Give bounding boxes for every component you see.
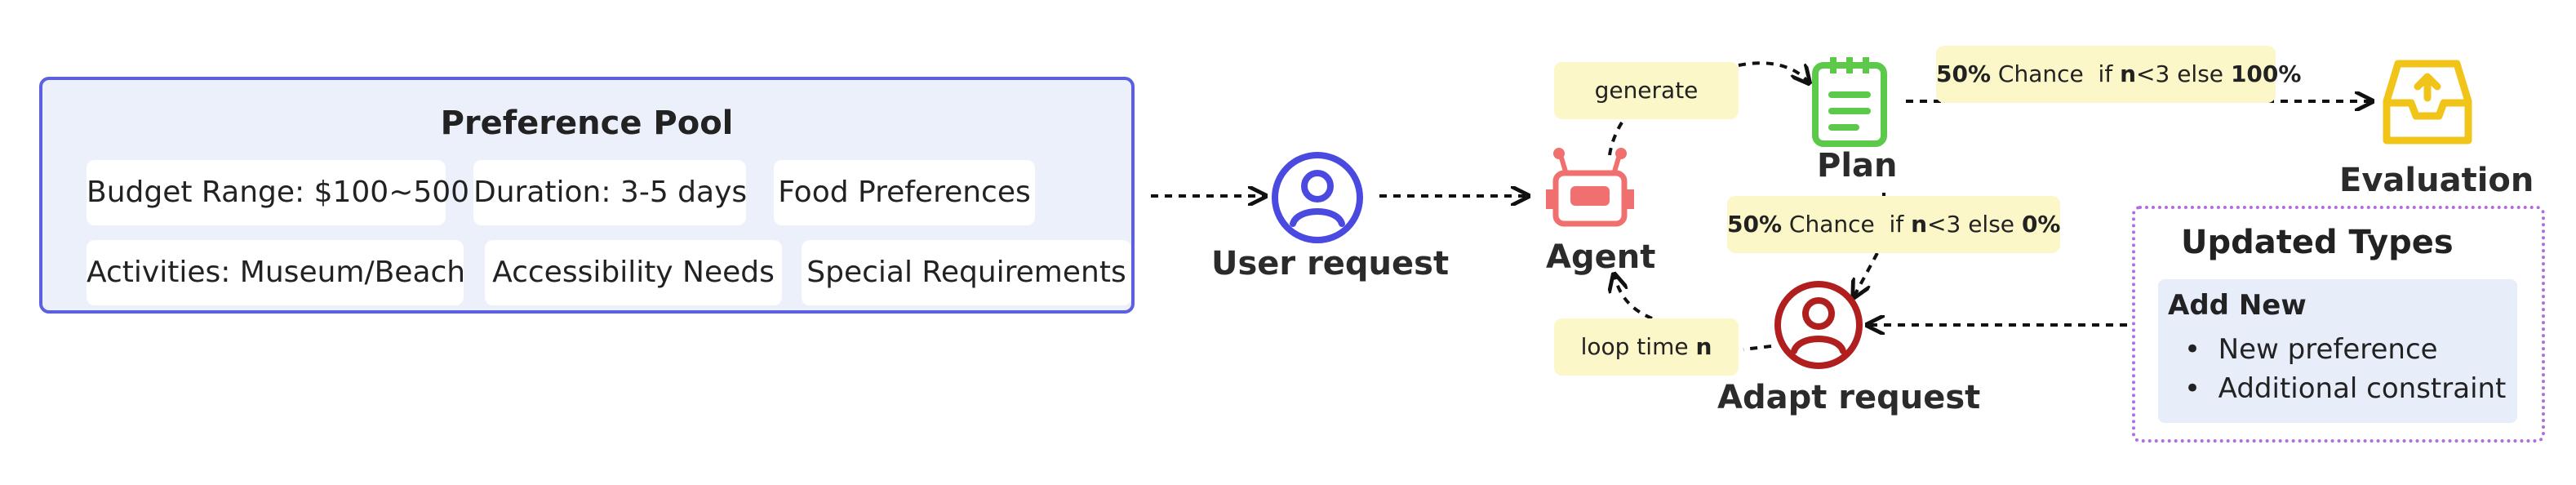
- preference-pool: Preference Pool Budget Range: $100~500 D…: [39, 77, 1135, 314]
- chip-accessibility: Accessibility Needs: [485, 240, 782, 305]
- updated-types-title: Updated Types: [2181, 224, 2454, 261]
- chip-food: Food Preferences: [774, 160, 1035, 225]
- chip-budget: Budget Range: $100~500: [87, 160, 469, 225]
- adapt-chance-note: 50% Chance if n<3 else 0%: [1727, 196, 2060, 253]
- list-item-text: New preference: [2218, 333, 2438, 366]
- clipboard-icon: [1809, 54, 1890, 149]
- chip-duration: Duration: 3-5 days: [473, 160, 747, 225]
- adapt-pct: 50%: [1727, 211, 1783, 238]
- user-request-label: User request: [1211, 245, 1450, 283]
- plan-label: Plan: [1817, 147, 1898, 185]
- agent-label: Agent: [1546, 238, 1656, 276]
- adapt-chance-text: Chance if: [1782, 211, 1912, 238]
- arrow-loop-to-agent: [1614, 276, 1653, 320]
- loop-note: loop time n: [1554, 318, 1739, 376]
- add-new-heading: Add New: [2168, 289, 2307, 322]
- user-icon: [1270, 150, 1365, 245]
- updated-types-box: Updated Types Add New • New preference •…: [2132, 206, 2545, 443]
- list-item-text: Additional constraint: [2218, 372, 2507, 405]
- arrow-adapt-to-loop: [1743, 345, 1772, 351]
- adapt-alt: 0%: [2021, 211, 2061, 238]
- evaluation-chance-note: 50% Chance if n<3 else 100%: [1936, 46, 2301, 103]
- arrow-generate-to-plan: [1738, 61, 1808, 82]
- list-item: • New preference: [2184, 333, 2438, 366]
- adapt-cond: <3 else: [1927, 211, 2022, 238]
- adapt-n: n: [1911, 211, 1928, 238]
- list-item: • Additional constraint: [2184, 372, 2507, 405]
- chip-special: Special Requirements: [802, 240, 1131, 305]
- eval-n: n: [2120, 60, 2137, 87]
- inbox-upload-icon: [2382, 59, 2473, 147]
- eval-chance-text: Chance if: [1991, 60, 2121, 87]
- eval-cond: <3 else: [2136, 60, 2231, 87]
- eval-pct: 50%: [1936, 60, 1992, 87]
- eval-alt: 100%: [2230, 60, 2302, 87]
- adapt-request-label: Adapt request: [1717, 379, 1981, 416]
- evaluation-label: Evaluation: [2339, 162, 2534, 199]
- generate-note: generate: [1554, 62, 1739, 119]
- updated-types-list: Add New • New preference • Additional co…: [2158, 279, 2517, 423]
- robot-icon: [1541, 147, 1639, 237]
- adapt-user-icon: [1773, 279, 1864, 371]
- pool-title: Preference Pool: [440, 105, 734, 142]
- loop-var: n: [1695, 333, 1712, 360]
- loop-text: loop time: [1580, 333, 1696, 360]
- chip-activities: Activities: Museum/Beach: [87, 240, 465, 305]
